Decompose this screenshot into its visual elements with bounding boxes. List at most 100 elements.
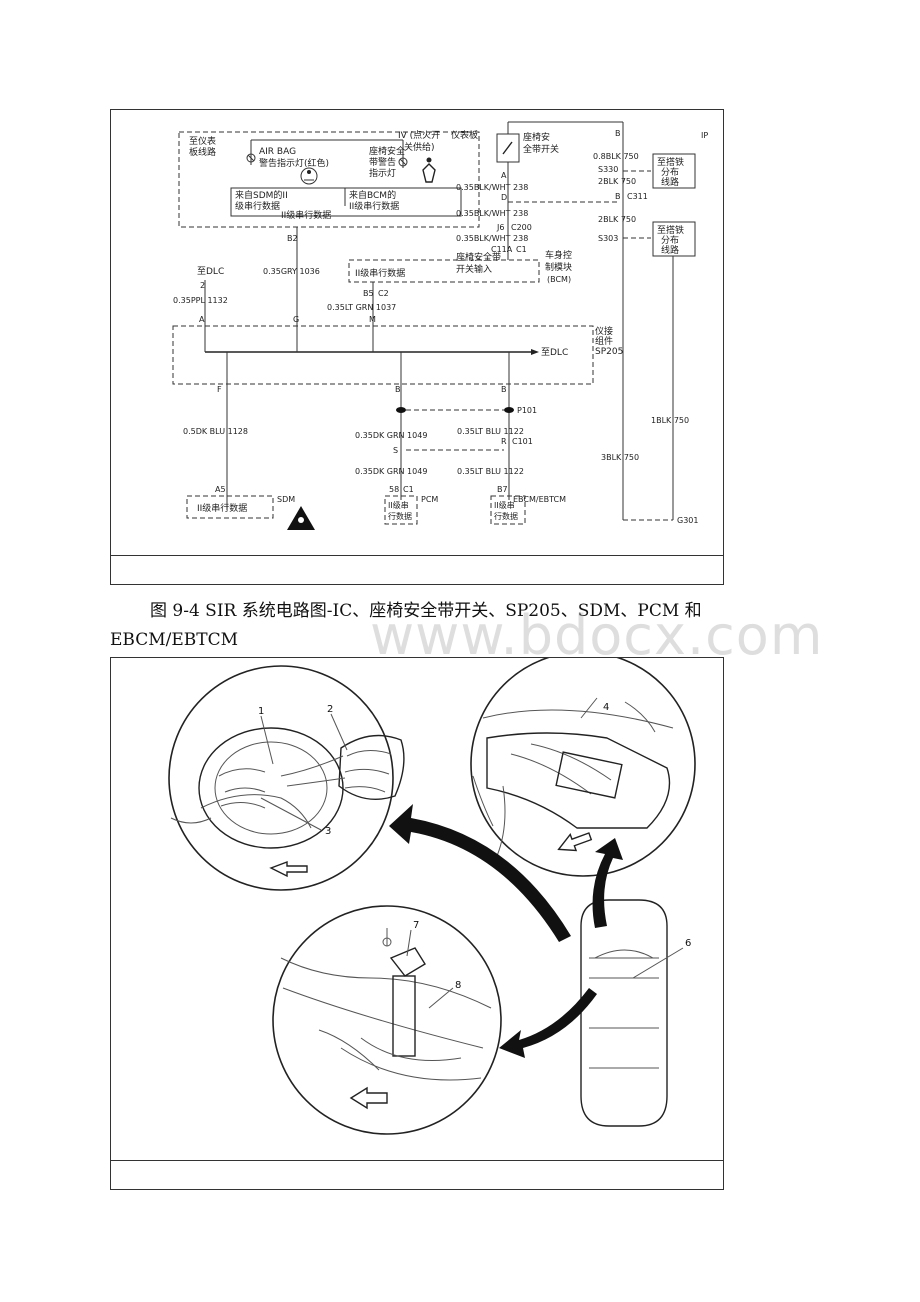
ground-dist-2-line3: 线路 xyxy=(661,244,679,256)
wire-750-c: 2BLK 750 xyxy=(598,215,636,224)
pin-R: R xyxy=(501,437,507,446)
ground-dist-1-line1: 至搭铁 xyxy=(657,156,684,168)
pin-j6: J6 xyxy=(496,223,504,232)
connector-c101: C101 xyxy=(512,437,533,446)
splice-label-2: 组件 xyxy=(595,335,613,347)
connector-c200: C200 xyxy=(511,223,532,232)
seatbelt-lamp-label-3: 指示灯 xyxy=(369,167,396,179)
bcm-title-3: (BCM) xyxy=(547,275,571,284)
connector-c1-pcm: C1 xyxy=(403,485,414,494)
ebcm-box xyxy=(490,495,526,525)
ground-dist-2-line1: 至搭铁 xyxy=(657,224,684,236)
instrument-panel-detail xyxy=(470,658,696,877)
sdm-label: SDM xyxy=(277,495,295,504)
pin-d: D xyxy=(501,193,507,202)
sdm-data-label: 来自SDM的II xyxy=(235,189,288,201)
pin-c2: C2 xyxy=(378,289,389,298)
ignition-feed-label: IV (点火开 xyxy=(398,130,440,141)
pin-b5: B5 xyxy=(363,289,374,298)
pin-B-1: B xyxy=(395,385,401,394)
callout-3: 3 xyxy=(325,826,331,837)
connector-c1: C1 xyxy=(516,245,527,254)
sdm-data-box-label: II级串行数据 xyxy=(197,502,247,514)
wire-1132: 0.35PPL 1132 xyxy=(173,296,228,305)
pin-M: M xyxy=(369,315,376,324)
splice-label-1: 仪接 xyxy=(595,325,613,337)
locator-diagram-frame: 1 2 3 4 7 xyxy=(110,657,724,1190)
bcm-input-label: II级串行数据 xyxy=(355,267,405,279)
sdm-data-label-2: 级串行数据 xyxy=(235,200,280,212)
wire-1037: 0.35LT GRN 1037 xyxy=(327,303,396,312)
connector-p101: P101 xyxy=(517,406,537,415)
gauge-line-label: 至仪表 xyxy=(189,135,216,147)
airbag-warning-icon xyxy=(300,167,318,185)
wire-1122-a: 0.35LT BLU 1122 xyxy=(457,427,524,436)
ground-dist-2-line2: 分布 xyxy=(661,234,679,246)
bcm-title-2: 制模块 xyxy=(545,261,572,273)
splice-pack-sp205 xyxy=(172,325,594,385)
bcm-dashed-box xyxy=(348,259,540,283)
circuit-diagram-frame: IP 至仪表 板线路 IV (点火开 关供给) 仪表板 AIR BAG 警告指示… xyxy=(110,109,724,585)
pin-58: 58 xyxy=(389,485,399,494)
splice-s330: S330 xyxy=(598,165,618,174)
seatbelt-input-label: 座椅安全带 xyxy=(456,251,501,263)
connector-c11a: C11A xyxy=(491,245,513,254)
corner-mark: IP xyxy=(701,131,708,140)
class2-data-label: II级串行数据 xyxy=(281,209,331,221)
wire-238-c: 0.35BLK/WHT 238 xyxy=(456,234,528,243)
sdm-warning-icon xyxy=(287,506,315,530)
circuit-diagram: IP 至仪表 板线路 IV (点火开 关供给) 仪表板 AIR BAG 警告指示… xyxy=(172,121,708,530)
arrow-to-seat-buckle xyxy=(499,988,597,1058)
ebcm-box-line2: 行数据 xyxy=(494,511,518,521)
ground-distribution-box-1 xyxy=(652,153,696,189)
pin-b2: B2 xyxy=(287,234,298,243)
pin-G: G xyxy=(293,315,299,324)
ground-g301: G301 xyxy=(677,516,698,525)
wire-238-b: 0.35BLK/WHT 238 xyxy=(456,209,528,218)
pin-A: A xyxy=(199,315,205,324)
pin-2: 2 xyxy=(200,281,205,290)
ground-distribution-box-2 xyxy=(652,221,696,257)
pin-B-2: B xyxy=(501,385,507,394)
sdm-box xyxy=(186,495,274,519)
wire-1049-a: 0.35DK GRN 1049 xyxy=(355,431,427,440)
wire-238-a: 0.35BLK/WHT 238 xyxy=(456,183,528,192)
instrument-panel-box xyxy=(178,131,480,228)
pin-b-c311: B xyxy=(615,192,621,201)
seatbelt-switch-label: 座椅安 xyxy=(523,131,550,143)
wire-750-a: 0.8BLK 750 xyxy=(593,152,639,161)
pin-b-top: B xyxy=(615,129,621,138)
caption-line-1: 图 9-4 SIR 系统电路图-IC、座椅安全带开关、SP205、SDM、PCM… xyxy=(150,601,702,621)
ground-dist-1-line3: 线路 xyxy=(661,176,679,188)
seatbelt-switch-label-2: 全带开关 xyxy=(523,143,559,155)
pin-F: F xyxy=(217,385,222,394)
frame-footer-bar-2 xyxy=(111,1160,723,1189)
seatbelt-lamp-label-1: 座椅安全 xyxy=(369,145,405,157)
seatbelt-lamp-label-2: 带警告 xyxy=(369,156,396,168)
ignition-feed-label-2: 关供给) xyxy=(404,141,435,153)
splice-label-3: SP205 xyxy=(595,347,623,357)
panel-label: 仪表板 xyxy=(451,129,478,141)
arrow-to-steering-wheel xyxy=(389,804,571,942)
wire-1049-b: 0.35DK GRN 1049 xyxy=(355,467,427,476)
connector-c311: C311 xyxy=(627,192,648,201)
wire-750-d: 1BLK 750 xyxy=(651,416,689,425)
pin-a-switch: A xyxy=(501,171,507,180)
ebcm-label: EBCM/EBTCM xyxy=(513,495,566,504)
splice-s303: S303 xyxy=(598,234,618,243)
pin-S: S xyxy=(393,446,398,455)
figure-caption: 图 9-4 SIR 系统电路图-IC、座椅安全带开关、SP205、SDM、PCM… xyxy=(110,597,730,655)
gauge-line-label-2: 板线路 xyxy=(189,146,216,158)
pcm-box-line1: II级串 xyxy=(388,500,409,510)
vehicle-top-view xyxy=(580,899,684,1127)
wire-1122-b: 0.35LT BLU 1122 xyxy=(457,467,524,476)
dlc-label-top: 至DLC xyxy=(197,266,224,277)
bcm-title: 车身控 xyxy=(545,249,572,261)
component-locator-diagram: 1 2 3 4 7 xyxy=(168,658,696,1135)
airbag-lamp-title: AIR BAG xyxy=(259,147,296,157)
steering-wheel-detail xyxy=(168,665,405,891)
bcm-data-label-2: II级串行数据 xyxy=(349,200,399,212)
ground-dist-1-line2: 分布 xyxy=(661,166,679,178)
airbag-lamp-desc: 警告指示灯(红色) xyxy=(259,157,329,169)
callout-6: 6 xyxy=(685,938,691,949)
